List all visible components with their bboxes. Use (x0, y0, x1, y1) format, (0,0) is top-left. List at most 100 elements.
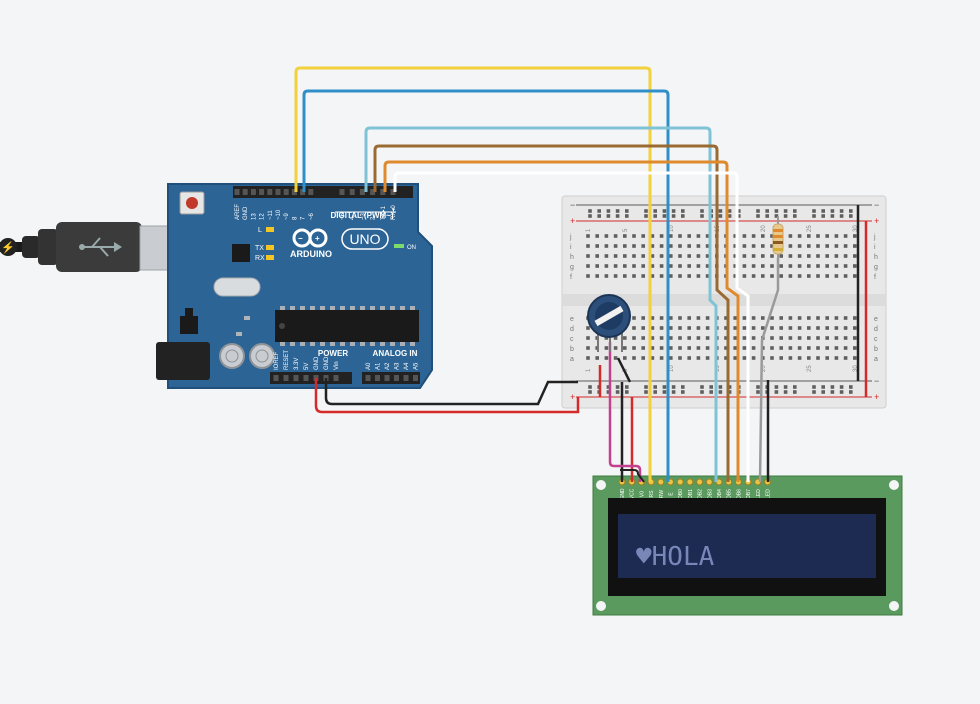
power-pin-header[interactable] (270, 372, 352, 384)
breadboard-hole[interactable] (669, 326, 673, 330)
breadboard-hole[interactable] (632, 254, 636, 258)
breadboard-hole[interactable] (641, 274, 645, 278)
breadboard-hole[interactable] (742, 316, 747, 320)
digital-pin-hole[interactable] (259, 189, 265, 195)
breadboard-hole[interactable] (613, 254, 618, 258)
breadboard-hole[interactable] (779, 336, 783, 340)
breadboard-hole[interactable] (687, 356, 691, 360)
breadboard-hole[interactable] (641, 264, 645, 268)
breadboard-hole[interactable] (705, 356, 710, 360)
breadboard-hole[interactable] (779, 326, 783, 330)
breadboard-hole[interactable] (733, 254, 737, 258)
breadboard-hole[interactable] (650, 234, 655, 238)
breadboard-hole[interactable] (632, 274, 636, 278)
breadboard-hole[interactable] (807, 244, 811, 248)
breadboard-hole[interactable] (797, 326, 802, 330)
rail-hole[interactable] (681, 209, 685, 213)
wire-red-5v[interactable] (314, 378, 580, 414)
rail-hole[interactable] (588, 209, 592, 213)
breadboard-hole[interactable] (807, 336, 811, 340)
rail-hole[interactable] (615, 209, 620, 213)
rail-hole[interactable] (644, 214, 648, 218)
rail-hole[interactable] (756, 209, 760, 213)
breadboard-hole[interactable] (659, 356, 664, 360)
rail-hole[interactable] (727, 209, 732, 213)
wire-magenta-v0[interactable] (608, 342, 642, 482)
breadboard-hole[interactable] (687, 264, 691, 268)
power-jack[interactable] (156, 342, 210, 380)
digital-pin-hole[interactable] (291, 189, 297, 195)
breadboard-hole[interactable] (751, 234, 756, 238)
breadboard-hole[interactable] (669, 336, 673, 340)
breadboard-hole[interactable] (788, 316, 793, 320)
breadboard-hole[interactable] (834, 254, 839, 258)
breadboard-hole[interactable] (807, 346, 811, 350)
rail-hole[interactable] (774, 214, 779, 218)
breadboard-hole[interactable] (632, 264, 636, 268)
breadboard-hole[interactable] (779, 264, 783, 268)
breadboard-hole[interactable] (797, 346, 802, 350)
rail-hole[interactable] (812, 209, 816, 213)
wire-yellow[interactable] (294, 66, 652, 482)
breadboard-hole[interactable] (834, 346, 839, 350)
rail-hole[interactable] (615, 214, 620, 218)
breadboard-hole[interactable] (733, 326, 737, 330)
breadboard-hole[interactable] (669, 244, 673, 248)
breadboard-hole[interactable] (586, 234, 590, 238)
breadboard-hole[interactable] (724, 326, 728, 330)
breadboard-hole[interactable] (742, 336, 747, 340)
breadboard-hole[interactable] (770, 316, 774, 320)
rail-hole[interactable] (625, 214, 629, 218)
digital-pin-hole[interactable] (275, 189, 281, 195)
breadboard-hole[interactable] (751, 346, 756, 350)
breadboard-hole[interactable] (659, 274, 664, 278)
breadboard-hole[interactable] (779, 356, 783, 360)
rail-hole[interactable] (756, 214, 760, 218)
breadboard-hole[interactable] (825, 264, 829, 268)
rail-hole[interactable] (606, 209, 611, 213)
breadboard-hole[interactable] (816, 336, 820, 340)
breadboard-hole[interactable] (733, 356, 737, 360)
rail-hole[interactable] (765, 209, 769, 213)
breadboard-hole[interactable] (623, 346, 627, 350)
digital-pin-hole[interactable] (234, 189, 240, 195)
breadboard-hole[interactable] (807, 264, 811, 268)
analog-pin-header[interactable] (362, 372, 420, 384)
breadboard-hole[interactable] (613, 346, 618, 350)
rail-hole[interactable] (718, 209, 723, 213)
rail-hole[interactable] (662, 390, 667, 394)
rail-hole[interactable] (662, 214, 667, 218)
breadboard-hole[interactable] (834, 336, 839, 340)
breadboard-hole[interactable] (595, 254, 599, 258)
breadboard-hole[interactable] (623, 234, 627, 238)
breadboard-hole[interactable] (678, 234, 682, 238)
breadboard-hole[interactable] (843, 244, 848, 248)
breadboard-hole[interactable] (669, 264, 673, 268)
breadboard-hole[interactable] (696, 316, 701, 320)
breadboard-hole[interactable] (724, 336, 728, 340)
lcd-pin[interactable] (705, 478, 713, 486)
breadboard-hole[interactable] (825, 274, 829, 278)
rail-hole[interactable] (737, 214, 741, 218)
rail-hole[interactable] (644, 209, 648, 213)
breadboard-hole[interactable] (696, 274, 701, 278)
rail-hole[interactable] (588, 385, 592, 389)
breadboard-hole[interactable] (788, 234, 793, 238)
breadboard-hole[interactable] (613, 244, 618, 248)
rail-hole[interactable] (588, 214, 592, 218)
rail-hole[interactable] (615, 385, 620, 389)
breadboard-hole[interactable] (834, 234, 839, 238)
breadboard-hole[interactable] (650, 316, 655, 320)
breadboard-hole[interactable] (816, 326, 820, 330)
rail-hole[interactable] (830, 390, 835, 394)
breadboard-hole[interactable] (604, 234, 609, 238)
breadboard-hole[interactable] (604, 274, 609, 278)
breadboard-hole[interactable] (623, 356, 627, 360)
rail-hole[interactable] (700, 214, 704, 218)
breadboard-hole[interactable] (613, 264, 618, 268)
power-pin-hole[interactable] (293, 375, 299, 381)
breadboard-hole[interactable] (604, 254, 609, 258)
rail-hole[interactable] (774, 390, 779, 394)
rail-hole[interactable] (849, 385, 853, 389)
breadboard-hole[interactable] (641, 356, 645, 360)
